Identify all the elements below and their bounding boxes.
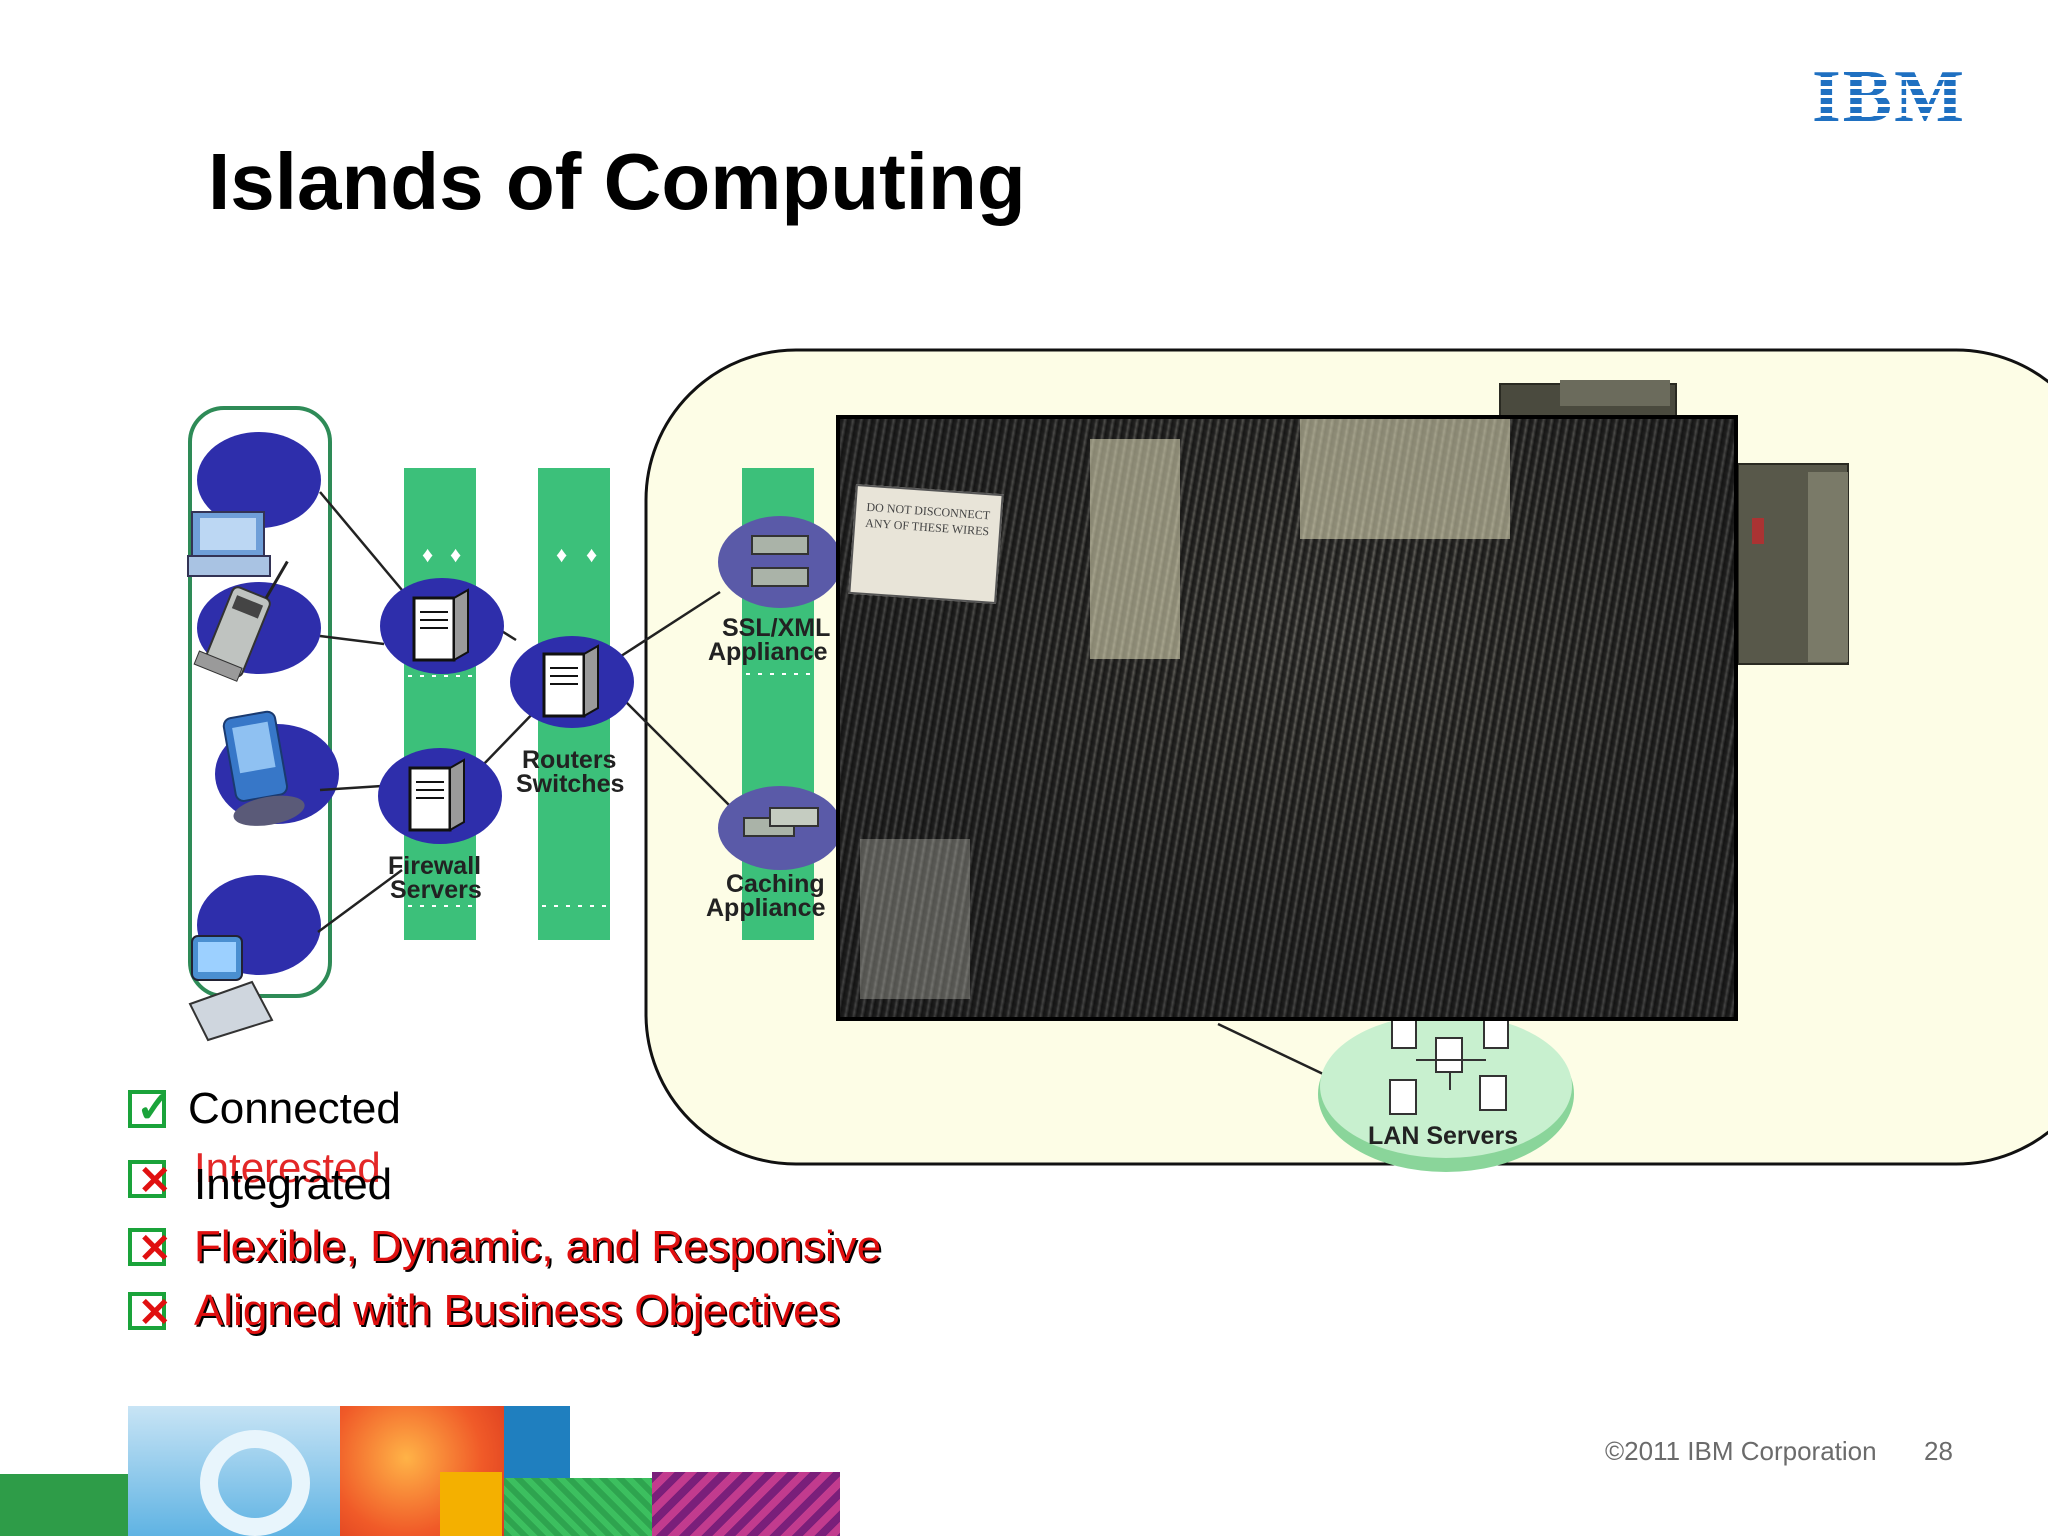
connection-lines — [317, 491, 1341, 1084]
checklist-label: Aligned with Business Objectives — [194, 1286, 840, 1335]
do-not-disconnect-sign: DO NOT DISCONNECT ANY OF THESE WIRES — [848, 483, 1004, 605]
ssl-label-line1: SSL/XML — [722, 614, 830, 642]
firewall-band: ♦ ♦ — [404, 468, 476, 940]
firewall-label-line1: Firewall — [388, 852, 481, 880]
messy-cabling-photo: DO NOT DISCONNECT ANY OF THESE WIRES — [836, 415, 1738, 1021]
pda-icon — [222, 710, 305, 826]
firewall-server-node-top — [380, 578, 504, 674]
laptop-icon — [187, 511, 271, 577]
svg-text:♦: ♦ — [586, 542, 597, 567]
checkbox-failed: ✕ — [128, 1227, 172, 1271]
footer-decorative-strip — [0, 1406, 840, 1536]
routers-label-line1: Routers — [522, 746, 616, 774]
caching-appliance-node — [718, 786, 842, 870]
svg-text:♦: ♦ — [450, 542, 461, 567]
firewall-label-line2: Servers — [390, 876, 482, 904]
checklist-label: Flexible, Dynamic, and Responsive — [194, 1222, 882, 1271]
checkmark-icon: ✓ — [136, 1083, 173, 1132]
checklist-label: Integrated — [194, 1160, 393, 1209]
page-number: 28 — [1924, 1436, 1953, 1466]
lan-servers-group — [1318, 1014, 1574, 1172]
routers-label-line2: Switches — [516, 770, 624, 798]
svg-text:♦: ♦ — [556, 542, 567, 567]
ssl-appliance-node — [718, 516, 842, 608]
x-mark-icon: ✕ — [138, 1227, 172, 1271]
mainframe-icon-right — [1737, 463, 1849, 665]
caching-label-line1: Caching — [726, 870, 825, 898]
ibm-logo-text: IBM — [1812, 60, 1984, 134]
desktop-computer-icon — [188, 935, 274, 1042]
svg-text:♦: ♦ — [422, 542, 433, 567]
router-server-node — [510, 636, 634, 728]
checkbox-checked: ✓ — [128, 1083, 173, 1132]
x-mark-icon: ✕ — [138, 1291, 172, 1335]
checkbox-failed: ✕ — [128, 1159, 172, 1203]
mobile-phone-icon — [193, 560, 289, 682]
ssl-label-line2: Appliance — [708, 638, 828, 666]
checklist-overlay-label: Interested — [194, 1144, 381, 1191]
ibm-logo: IBM — [1812, 60, 1984, 134]
footer-copyright: ©2011 IBM Corporation — [1605, 1436, 1877, 1466]
checkbox-failed: ✕ — [128, 1291, 172, 1335]
firewall-server-node-bottom — [378, 748, 502, 844]
caching-label-line2: Appliance — [706, 894, 826, 922]
slide-title: Islands of Computing — [208, 137, 1026, 226]
lan-servers-label: LAN Servers — [1368, 1122, 1518, 1150]
checklist-label: Connected — [188, 1084, 401, 1133]
client-node-laptop — [197, 432, 321, 528]
x-mark-icon: ✕ — [138, 1159, 172, 1203]
